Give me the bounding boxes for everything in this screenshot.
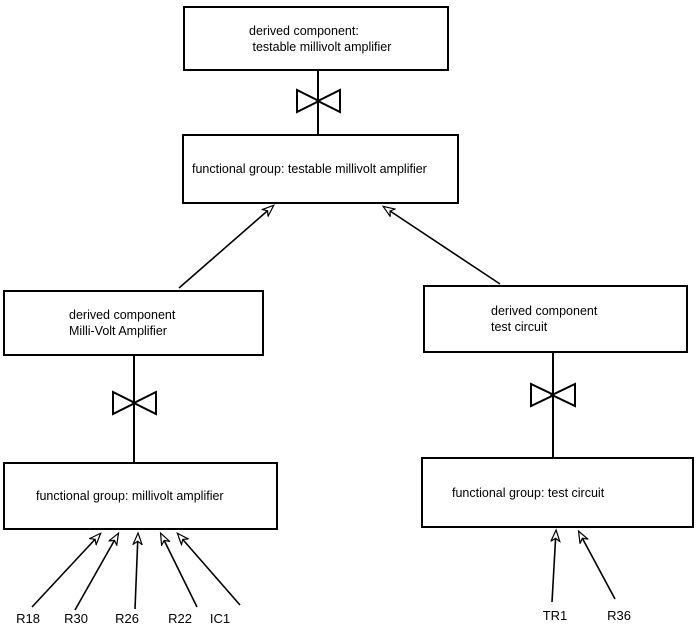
bowtie-icon [530,382,557,408]
composition-connector-left [112,354,157,463]
bowtie-icon [315,88,341,114]
box-derived-component-testable-millivolt-amplifier: derived component: testable millivolt am… [183,6,449,71]
bowtie-icon [131,390,157,416]
arrow-dctest-to-fgtestable [384,207,501,285]
arrow-r18 [31,534,100,608]
component-label-r26: R26 [115,611,139,626]
box-label: testable millivolt amplifier [249,39,392,54]
component-label-r18: R18 [16,611,40,626]
component-label-ic1: IC1 [209,611,231,626]
arrow-r30 [74,534,118,611]
arrow-r26 [135,534,138,610]
arrow-ic1 [178,534,241,606]
box-label: functional group: millivolt amplifier [36,489,224,503]
box-derived-component-milli-volt-amplifier: derived component Milli-Volt Amplifier [3,290,264,356]
box-label: functional group: test circuit [452,485,605,500]
arrow-dcmva-to-fgtestable [178,206,273,289]
bowtie-icon [112,390,138,416]
component-label-r22: R22 [168,611,192,626]
arrow-layer [31,206,616,611]
box-functional-group-testable-millivolt-amplifier: functional group: testable millivolt amp… [182,134,459,204]
box-label: Milli-Volt Amplifier [69,324,167,338]
box-label: functional group: testable millivolt amp… [192,162,427,176]
component-label-r36: R36 [607,608,631,623]
box-derived-component-test-circuit: derived component test circuit [423,285,688,353]
box-label: derived component: [249,23,359,38]
arrow-r22 [161,534,198,608]
arrow-r36 [579,532,616,600]
box-label: derived component [69,308,176,322]
bowtie-icon [296,88,322,114]
composition-connector-top [296,70,341,135]
box-label: derived component [491,304,598,318]
composition-connector-right [530,351,576,458]
box-functional-group-millivolt-amplifier: functional group: millivolt amplifier [3,462,278,530]
box-functional-group-test-circuit: functional group: test circuit [421,457,694,528]
box-label: test circuit [491,320,548,334]
arrow-tr1 [552,531,556,603]
component-label-tr1: TR1 [542,608,568,623]
bowtie-icon [549,382,576,408]
component-label-r30: R30 [64,611,88,626]
